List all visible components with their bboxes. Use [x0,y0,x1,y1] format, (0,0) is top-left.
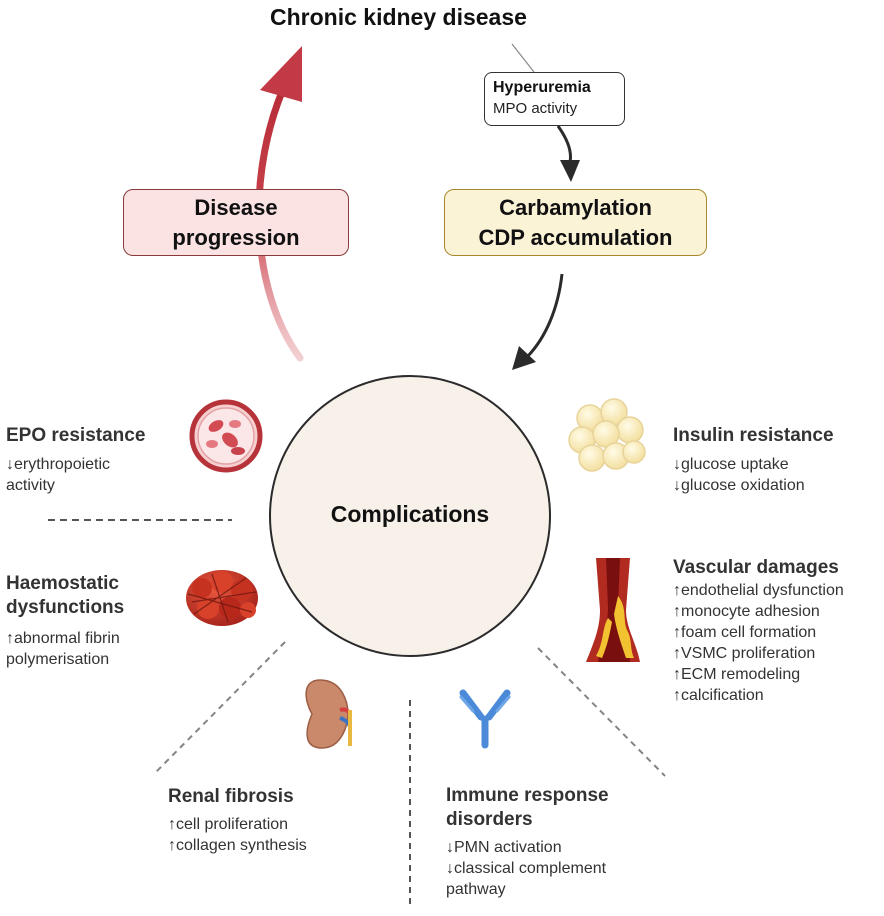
epo-resistance-block: EPO resistance ↓erythropoietic activity [6,424,145,496]
artery-plaque-icon [586,558,640,662]
vascular-title: Vascular damages [673,557,839,578]
trigger-arrow-head [560,160,580,182]
progression-arrow-head [260,46,302,102]
insulin-resistance-title: Insulin resistance [673,425,834,446]
mpo-activity-label: MPO activity [493,100,578,117]
vascular-item-1: ↑endothelial dysfunction [673,582,844,599]
insulin-item-1: ↓glucose uptake [673,456,789,473]
carbamylation-box: Carbamylation CDP accumulation [444,189,707,256]
separator-bottom-right [537,647,666,777]
carbamylation-line-1: Carbamylation [499,194,652,220]
carbamylation-arrow [526,273,564,358]
blood-clot-icon [186,570,258,626]
title-connector [511,43,535,73]
red-blood-cell-icon [189,399,263,473]
vascular-item-2: ↑monocyte adhesion [673,603,820,620]
vascular-item-4: ↑VSMC proliferation [673,645,816,662]
antibody-icon [459,689,511,749]
immune-item-2: ↓classical complement [446,860,607,877]
renal-item-2: ↑collagen synthesis [168,837,307,854]
immune-title-1: Immune response [446,785,609,806]
immune-item-3: pathway [446,881,506,898]
haemostatic-item-2: polymerisation [6,651,110,668]
insulin-item-2: ↓glucose oxidation [673,477,805,494]
renal-fibrosis-title: Renal fibrosis [168,786,294,807]
epo-item-2: activity [6,477,55,494]
trigger-arrow [556,125,572,163]
complications-label: Complications [330,501,490,527]
carbamylation-arrow-head [512,346,536,370]
vascular-item-5: ↑ECM remodeling [673,666,801,683]
separator-bottom-left [154,641,286,774]
complications-circle [269,375,551,657]
immune-block: Immune response disorders ↓PMN activatio… [446,784,609,900]
diagram-title: Chronic kidney disease [270,4,527,30]
haemostatic-title-1: Haemostatic [6,573,119,594]
insulin-resistance-block: Insulin resistance ↓glucose uptake ↓gluc… [673,424,834,496]
haemostatic-title-2: dysfunctions [6,597,125,618]
epo-resistance-title: EPO resistance [6,425,146,446]
immune-item-1: ↓PMN activation [446,839,562,856]
disease-progression-line-1: Disease [194,194,278,220]
epo-item-1: ↓erythropoietic [6,456,111,473]
hyperuremia-title: Hyperuremia [493,79,591,96]
disease-progression-line-2: progression [172,224,300,250]
vascular-block: Vascular damages ↑endothelial dysfunctio… [673,556,844,706]
haemostatic-item-1: ↑abnormal fibrin [6,630,120,647]
renal-item-1: ↑cell proliferation [168,816,289,833]
immune-title-2: disorders [446,809,533,830]
renal-fibrosis-block: Renal fibrosis ↑cell proliferation ↑coll… [168,785,307,856]
disease-progression-box: Disease progression [123,189,349,256]
adipocyte-cluster-icon [568,398,646,472]
vascular-item-6: ↑calcification [673,687,764,704]
vascular-item-3: ↑foam cell formation [673,624,817,641]
kidney-icon [305,679,352,749]
hyperuremia-box: Hyperuremia MPO activity [484,72,625,126]
carbamylation-line-2: CDP accumulation [478,224,673,250]
haemostatic-block: Haemostatic dysfunctions ↑abnormal fibri… [6,572,124,670]
